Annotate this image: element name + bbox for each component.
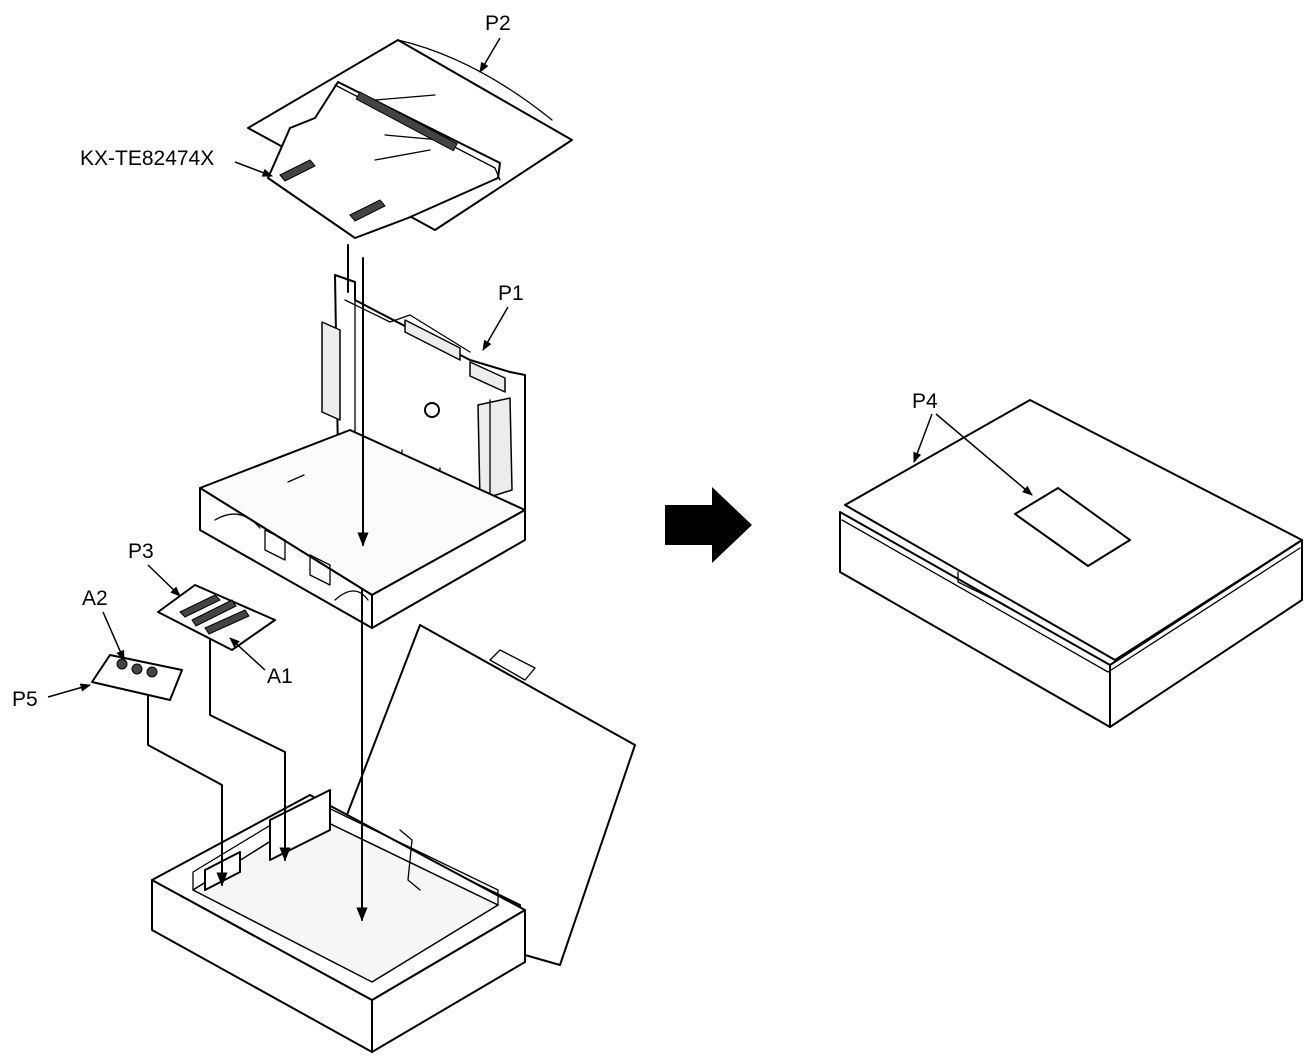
connector-bag-p3 bbox=[157, 584, 276, 651]
label-a2: A2 bbox=[82, 587, 108, 610]
label-p5: P5 bbox=[12, 688, 38, 711]
tray-p1 bbox=[199, 274, 526, 629]
closed-box bbox=[839, 399, 1303, 728]
label-p3: P3 bbox=[128, 540, 154, 563]
box-lid bbox=[344, 624, 636, 966]
pcb-board bbox=[267, 81, 501, 239]
lid-tab bbox=[489, 649, 536, 681]
label-a1: A1 bbox=[267, 665, 293, 688]
label-area bbox=[1014, 487, 1131, 567]
label-p4: P4 bbox=[912, 390, 938, 413]
label-model: KX-TE82474X bbox=[80, 147, 214, 170]
annotations: P2 KX-TE82474X P1 P3 A2 A1 P5 P4 bbox=[12, 12, 1033, 711]
bottom-box bbox=[151, 624, 636, 1053]
label-p1: P1 bbox=[498, 282, 524, 305]
screw-bag-p5 bbox=[91, 654, 183, 701]
label-p2: P2 bbox=[485, 12, 511, 35]
insert-arrows bbox=[347, 244, 369, 922]
board-assembly bbox=[247, 39, 573, 239]
right-arrow-icon bbox=[665, 487, 752, 563]
guide-lines bbox=[147, 637, 291, 887]
